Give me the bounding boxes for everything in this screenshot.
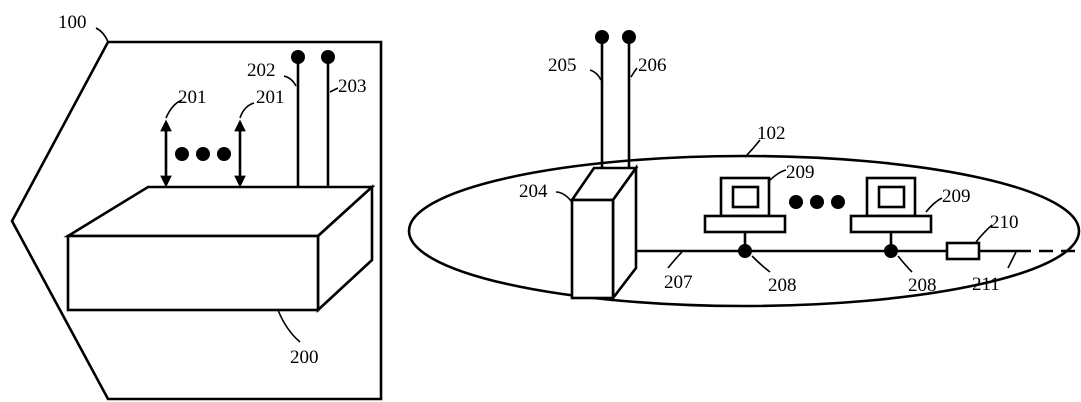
label-100: 100 xyxy=(58,12,87,33)
antenna-205-tip xyxy=(595,30,609,44)
leader-205 xyxy=(589,69,602,81)
computer-209-b: 209 208 xyxy=(849,176,971,296)
device-200: 200 xyxy=(63,184,376,368)
ellipsis-dot xyxy=(831,195,845,209)
label-207: 207 xyxy=(664,272,693,293)
antenna-202-tip xyxy=(291,50,305,64)
label-201b: 201 xyxy=(256,87,285,108)
label-204: 204 xyxy=(519,181,548,202)
io-ports-201: 201 201 xyxy=(160,87,285,188)
leader-100 xyxy=(95,27,109,43)
label-203: 203 xyxy=(338,76,367,97)
label-102: 102 xyxy=(757,123,786,144)
ellipsis-dot xyxy=(175,147,189,161)
label-200: 200 xyxy=(290,347,319,368)
leader-211 xyxy=(1007,251,1017,269)
ellipsis-dot xyxy=(789,195,803,209)
region-100-outline xyxy=(10,40,383,401)
network-region-100: 100 xyxy=(10,12,383,401)
leader-203 xyxy=(329,87,339,93)
tower-front-face xyxy=(570,198,615,300)
label-202: 202 xyxy=(247,60,276,81)
terminal-box xyxy=(945,241,981,261)
antenna-206-tip xyxy=(622,30,636,44)
node-208 xyxy=(884,244,898,258)
leader-206 xyxy=(630,67,638,78)
leader-102 xyxy=(744,139,761,158)
screen xyxy=(731,185,760,209)
label-205: 205 xyxy=(548,55,577,76)
leader-201a xyxy=(165,99,183,119)
screen xyxy=(877,185,906,209)
bus-line: 207 211 xyxy=(636,249,1079,295)
leader-207 xyxy=(667,251,683,269)
leader-209a xyxy=(767,169,787,183)
label-209a: 209 xyxy=(786,162,815,183)
label-208a: 208 xyxy=(768,275,797,296)
keyboard-base xyxy=(703,214,787,234)
ellipsis-dot xyxy=(196,147,210,161)
ellipsis-dot xyxy=(810,195,824,209)
label-206: 206 xyxy=(638,55,667,76)
label-210: 210 xyxy=(990,212,1019,233)
monitor xyxy=(865,176,917,218)
label-211: 211 xyxy=(972,274,1000,295)
antennas-202-203: 202 203 xyxy=(247,50,367,187)
region-102-ellipse xyxy=(407,154,1081,308)
antenna-203-tip xyxy=(321,50,335,64)
leader-201b xyxy=(239,102,255,119)
computer-209-a: 209 208 xyxy=(703,162,815,296)
leader-208a xyxy=(751,255,771,273)
ellipsis-dot xyxy=(217,147,231,161)
label-201a: 201 xyxy=(178,87,207,108)
leader-210 xyxy=(975,224,993,243)
computer-ellipsis xyxy=(789,195,845,209)
leader-200 xyxy=(277,309,301,343)
antennas-205-206: 205 206 xyxy=(548,30,667,168)
leader-209b xyxy=(925,197,943,213)
leader-204 xyxy=(555,191,573,203)
network-region-102: 102 xyxy=(407,123,1081,308)
keyboard-base xyxy=(849,214,933,234)
base-station-204: 204 xyxy=(519,163,639,302)
monitor xyxy=(719,176,771,218)
node-208 xyxy=(738,244,752,258)
leader-202 xyxy=(283,75,297,87)
label-209b: 209 xyxy=(942,186,971,207)
device-front-face xyxy=(66,234,320,312)
leader-208b xyxy=(897,255,913,273)
label-208b: 208 xyxy=(908,275,937,296)
terminal-210: 210 xyxy=(945,212,1019,261)
